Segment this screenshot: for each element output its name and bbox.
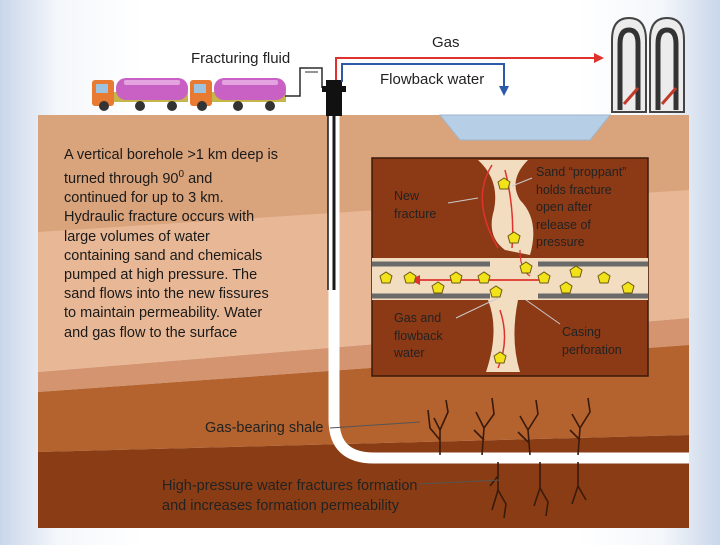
- description-line: containing sand and chemicals: [64, 247, 263, 264]
- truck-2: [190, 78, 286, 111]
- description-line: to maintain permeability. Water: [64, 305, 263, 322]
- description-line: continued for up to 3 km.: [64, 190, 224, 207]
- wellhead: [326, 80, 342, 116]
- description-text: A vertical borehole >1 km deep is turned…: [64, 146, 314, 343]
- description-line: sand flows into the new fissures: [64, 286, 269, 303]
- description-line: Hydraulic fracture occurs with: [64, 209, 255, 226]
- label-new-fracture: New fracture: [394, 189, 437, 221]
- description-line: turned through 900 and: [64, 169, 213, 188]
- description-line: large volumes of water: [64, 228, 210, 245]
- description-line: and gas flow to the surface: [64, 324, 238, 341]
- borehole: [328, 116, 689, 464]
- label-sand-proppant: Sand “proppant” holds fracture open afte…: [536, 165, 627, 249]
- description-line: A vertical borehole >1 km deep is: [64, 147, 278, 163]
- fracture-inset: [371, 157, 649, 377]
- label-gas-bearing-shale: Gas-bearing shale: [205, 420, 324, 436]
- description-line: pumped at high pressure. The: [64, 267, 258, 284]
- shale-fractures: [427, 397, 591, 519]
- shale-pointer: [329, 421, 421, 429]
- label-high-pressure-water: High-pressure water fractures formation …: [162, 478, 418, 514]
- label-flowback-water: Flowback water: [380, 71, 485, 88]
- flowback-pond: [438, 114, 612, 141]
- label-fracturing-fluid: Fracturing fluid: [191, 50, 291, 67]
- label-gas-flowback-water: Gas and flowback water: [394, 311, 443, 360]
- fluid-feed-line: [285, 67, 323, 97]
- storage-silos: [611, 16, 685, 113]
- flowback-water-arrow: [341, 63, 505, 88]
- label-casing-perforation: Casing perforation: [562, 325, 622, 357]
- truck-1: [92, 78, 188, 111]
- gas-arrow: [335, 57, 598, 80]
- label-gas: Gas: [432, 34, 460, 51]
- high-pressure-pointer: [419, 479, 501, 485]
